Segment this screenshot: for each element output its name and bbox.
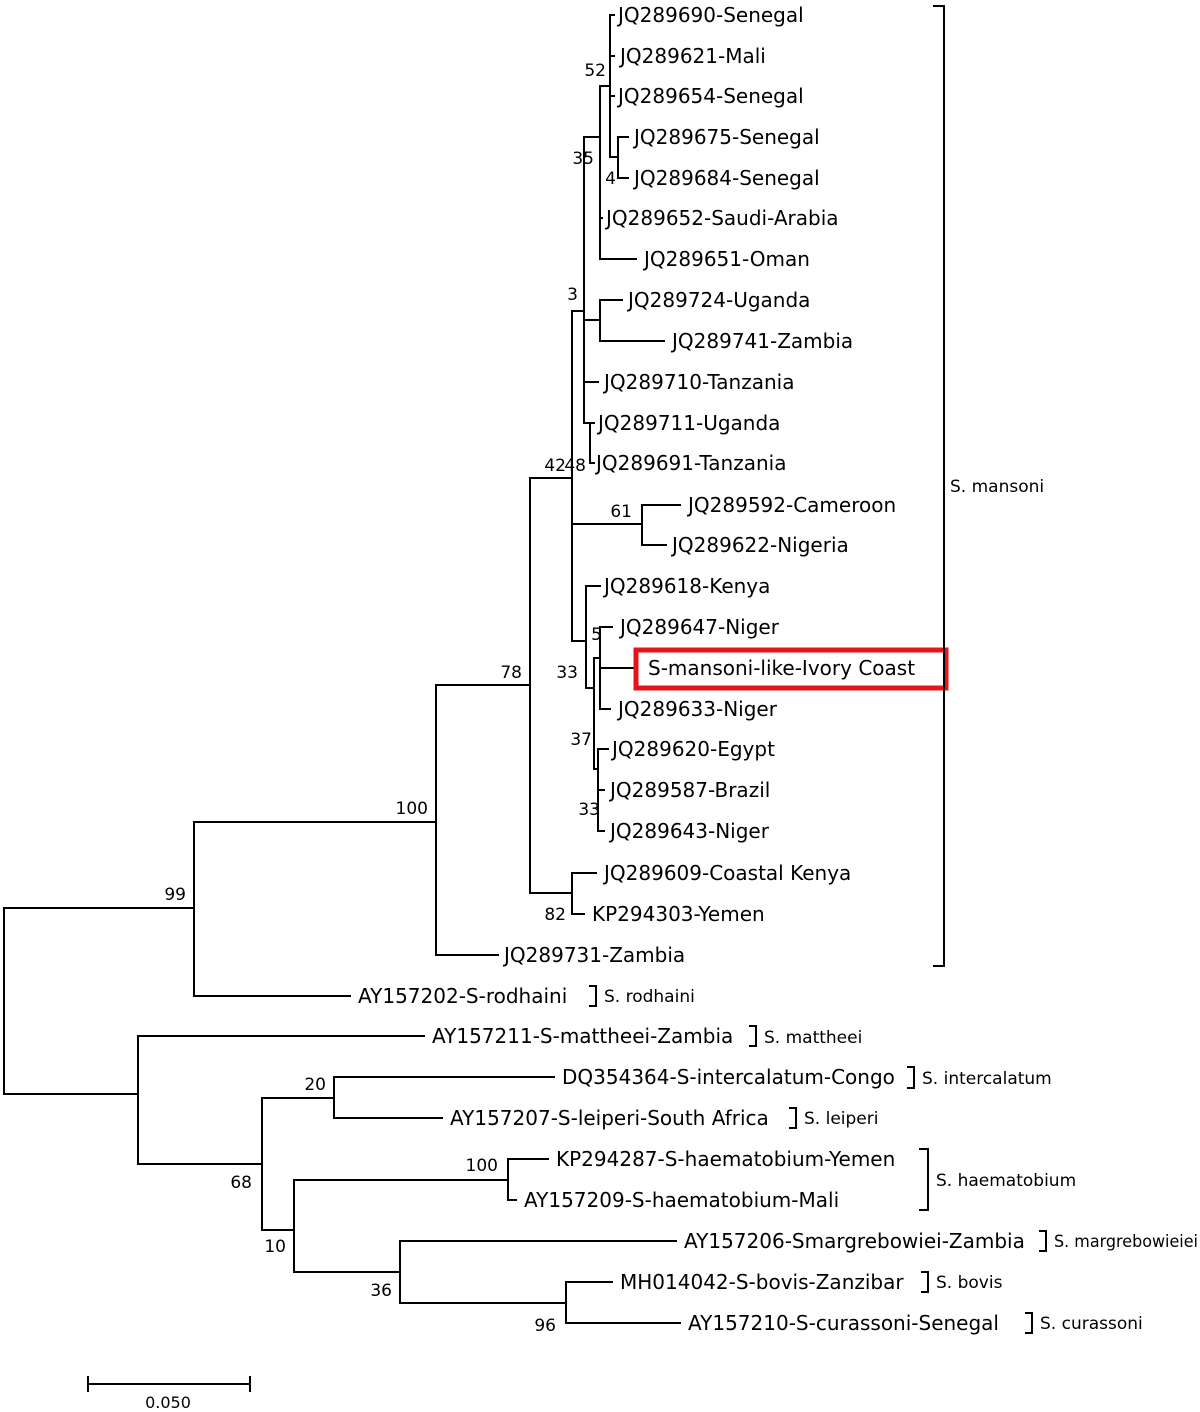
species-brackets (589, 5, 1047, 1334)
bootstrap-value: 10 (264, 1237, 286, 1257)
taxon-label: JQ289684-Senegal (632, 166, 820, 190)
species-label-margrebowieiei: S. margrebowieiei (1054, 1232, 1198, 1252)
bootstrap-value: 78 (500, 663, 522, 683)
bootstrap-value: 68 (230, 1173, 252, 1193)
taxon-label: JQ289620-Egypt (610, 737, 775, 761)
highlight-box (633, 647, 949, 691)
taxon-label: JQ289652-Saudi-Arabia (604, 206, 839, 230)
bootstrap-value: 96 (534, 1316, 556, 1336)
taxon-label: JQ289690-Senegal (616, 3, 804, 27)
species-label-mansoni: S. mansoni (950, 477, 1044, 497)
taxon-label: AY157207-S-leiperi-South Africa (450, 1106, 769, 1130)
taxon-label: AY157211-S-mattheei-Zambia (432, 1024, 733, 1048)
taxon-label: KP294303-Yemen (592, 902, 765, 926)
taxon-label: AY157209-S-haematobium-Mali (524, 1188, 839, 1212)
bootstrap-value: 33 (578, 800, 600, 820)
bootstrap-value: 5 (591, 625, 602, 645)
taxon-label: JQ289587-Brazil (608, 778, 770, 802)
taxon-label: AY157210-S-curassoni-Senegal (688, 1311, 999, 1335)
species-label-bovis: S. bovis (936, 1273, 1003, 1293)
bootstrap-value: 99 (164, 885, 186, 905)
taxon-label: MH014042-S-bovis-Zanzibar (620, 1270, 904, 1294)
species-label-haematobium: S. haematobium (936, 1171, 1076, 1191)
taxon-label: JQ289711-Uganda (596, 411, 780, 435)
taxon-label: JQ289647-Niger (618, 615, 780, 639)
taxon-label: JQ289731-Zambia (502, 943, 685, 967)
taxon-label: JQ289724-Uganda (626, 288, 810, 312)
bootstrap-value: 37 (570, 730, 592, 750)
taxon-label: JQ289651-Oman (642, 247, 810, 271)
species-label-rodhaini: S. rodhaini (604, 987, 695, 1007)
highlighted-taxon-label: S-mansoni-like-Ivory Coast (648, 656, 915, 680)
bootstrap-value: 33 (556, 663, 578, 683)
taxon-label: AY157206-Smargrebowiei-Zambia (684, 1229, 1025, 1253)
species-label-curassoni: S. curassoni (1040, 1314, 1143, 1334)
taxon-label: JQ289675-Senegal (632, 125, 820, 149)
taxon-label: AY157202-S-rodhaini (358, 984, 567, 1008)
bootstrap-value: 20 (304, 1075, 326, 1095)
species-label-intercalatum: S. intercalatum (922, 1069, 1052, 1089)
bootstrap-value: 42 (544, 456, 566, 476)
bootstrap-value: 48 (564, 456, 586, 476)
taxon-label: JQ289609-Coastal Kenya (602, 861, 851, 885)
taxon-label: JQ289633-Niger (616, 697, 778, 721)
taxon-label: JQ289691-Tanzania (594, 451, 786, 475)
taxon-label: JQ289621-Mali (618, 44, 766, 68)
bootstrap-values: 52 35 4 3 42 48 61 5 33 37 33 82 78 100 … (164, 61, 632, 1336)
taxon-labels: JQ289690-Senegal JQ289621-Mali JQ289654-… (358, 3, 1025, 1335)
taxon-label: JQ289592-Cameroon (686, 493, 896, 517)
tree-branches (3, 14, 681, 1324)
taxon-label: JQ289654-Senegal (616, 84, 804, 108)
bootstrap-value: 100 (466, 1156, 498, 1176)
scale-bar: 0.050 (87, 1376, 251, 1412)
bootstrap-value: 82 (544, 905, 566, 925)
bootstrap-value: 4 (605, 169, 616, 189)
species-label-leiperi: S. leiperi (804, 1109, 878, 1129)
taxon-label: JQ289741-Zambia (670, 329, 853, 353)
taxon-label: KP294287-S-haematobium-Yemen (556, 1147, 895, 1171)
bootstrap-value: 52 (584, 61, 606, 81)
taxon-label: JQ289618-Kenya (602, 574, 770, 598)
species-group-labels: S. mansoni S. rodhaini S. mattheei S. in… (604, 477, 1198, 1334)
taxon-label: JQ289710-Tanzania (602, 370, 794, 394)
taxon-label: JQ289622-Nigeria (670, 533, 849, 557)
bootstrap-value: 61 (610, 502, 632, 522)
bootstrap-value: 3 (567, 285, 578, 305)
taxon-label: JQ289643-Niger (608, 819, 770, 843)
species-label-mattheei: S. mattheei (764, 1028, 862, 1048)
bootstrap-value: 35 (572, 149, 594, 169)
taxon-label: DQ354364-S-intercalatum-Congo (562, 1065, 895, 1089)
bootstrap-value: 36 (370, 1281, 392, 1301)
bootstrap-value: 100 (396, 799, 428, 819)
scale-bar-label: 0.050 (145, 1393, 191, 1412)
